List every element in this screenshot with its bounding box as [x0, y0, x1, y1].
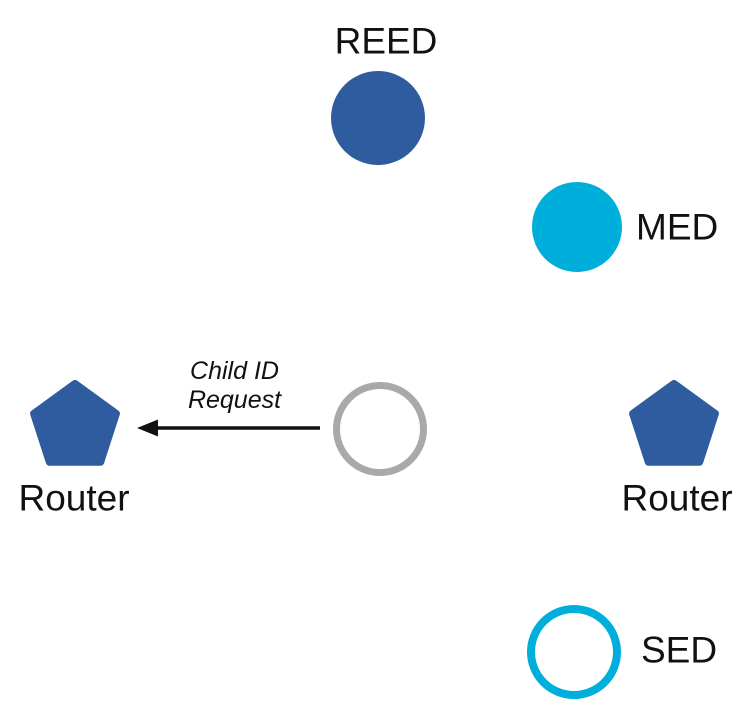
router-right-label: Router [621, 477, 733, 519]
router-left-pentagon [30, 380, 120, 466]
med-node-circle [532, 182, 622, 272]
message-annotation: Child ID Request [152, 357, 317, 415]
child-id-request-arrow [137, 419, 320, 437]
sed-label: SED [641, 629, 718, 671]
router-left-label: Router [18, 477, 130, 519]
med-label: MED [636, 206, 719, 248]
router-right-pentagon [629, 380, 719, 466]
arrowhead-icon [137, 419, 158, 437]
joiner-node-circle [333, 382, 427, 476]
reed-node-circle [331, 71, 425, 165]
reed-label: REED [334, 20, 438, 62]
message-line-1: Child ID [190, 357, 279, 385]
pentagon-shape [629, 380, 719, 466]
message-line-2: Request [187, 386, 282, 414]
sed-node-circle [527, 605, 621, 699]
pentagon-shape [30, 380, 120, 466]
